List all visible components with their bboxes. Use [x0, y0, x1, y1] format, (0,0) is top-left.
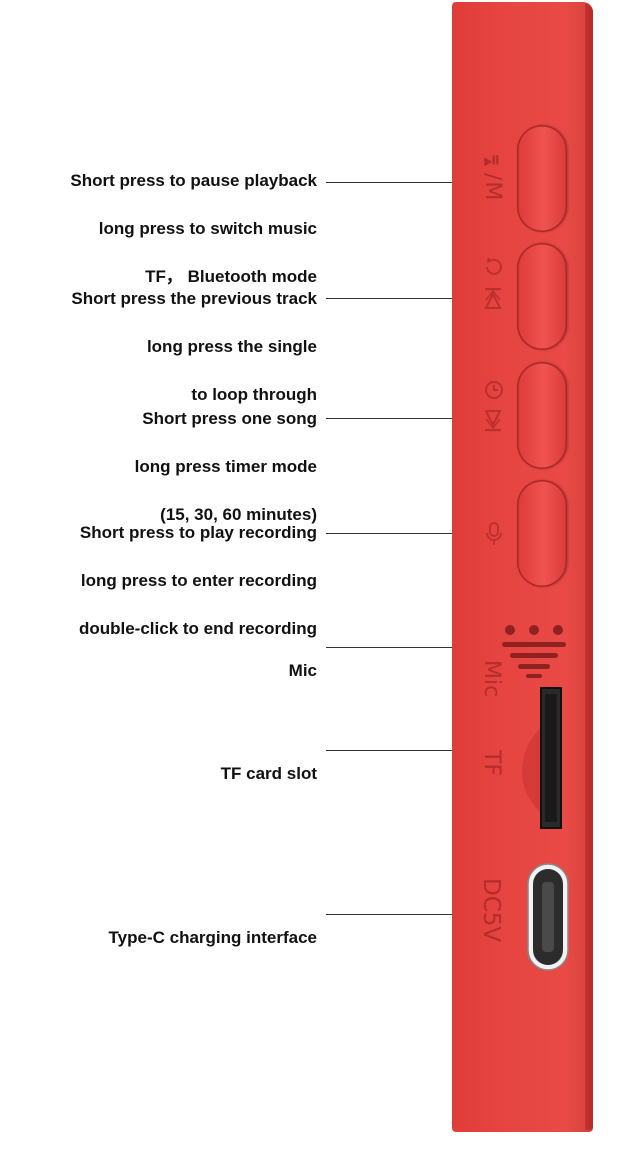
mic-holes-icon: [502, 625, 566, 678]
next-button[interactable]: [517, 362, 567, 469]
label-typec: Type-C charging interface: [109, 902, 317, 974]
mic-engraving: Mic: [479, 660, 504, 698]
label-next-line2: long press timer mode: [134, 457, 317, 476]
label-previous-line2: long press the single: [146, 337, 317, 356]
play-mode-button[interactable]: [517, 125, 567, 232]
device-edge: [585, 4, 593, 1130]
leader-play-mode: [326, 182, 466, 184]
label-next-line1: Short press one song: [142, 409, 317, 428]
leader-previous: [326, 298, 466, 300]
label-play-mode-line1: Short press to pause playback: [70, 171, 317, 190]
leader-record: [326, 533, 466, 535]
label-previous-line3: to loop through: [191, 385, 317, 404]
leader-tf-slot: [326, 750, 466, 752]
record-button[interactable]: [517, 480, 567, 587]
next-track-icon: [484, 410, 502, 432]
label-previous: Short press the previous track long pres…: [71, 263, 317, 431]
label-tf-slot-line1: TF card slot: [220, 764, 317, 783]
dc5v-engraving: DC5V: [478, 878, 504, 943]
label-record-line2: long press to enter recording: [80, 571, 317, 590]
label-mic-line1: Mic: [288, 661, 317, 680]
label-next: Short press one song long press timer mo…: [135, 383, 317, 551]
timer-icon: [485, 381, 503, 399]
label-record: Short press to play recording long press…: [79, 497, 317, 665]
leader-next: [326, 418, 466, 420]
label-play-mode: Short press to pause playback long press…: [70, 145, 317, 313]
typec-port[interactable]: [526, 862, 570, 972]
microphone-icon: [486, 522, 502, 545]
label-play-mode-line2: long press to switch music: [98, 219, 317, 238]
leader-mic: [326, 647, 466, 649]
label-record-line3: double-click to end recording: [78, 619, 317, 638]
previous-button[interactable]: [517, 243, 567, 350]
previous-track-icon: [484, 288, 502, 309]
label-typec-line1: Type-C charging interface: [108, 928, 317, 947]
label-next-line3: (15, 30, 60 minutes): [160, 505, 317, 524]
tf-engraving: TF: [479, 750, 504, 777]
label-mic: Mic: [289, 635, 317, 707]
leader-typec: [326, 914, 466, 916]
label-record-line1: Short press to play recording: [79, 523, 317, 542]
label-play-mode-line3: TF， Bluetooth mode: [145, 267, 317, 286]
label-tf-slot: TF card slot: [221, 738, 317, 810]
play-mode-engraving: ⏯/M: [480, 150, 505, 202]
loop-icon: [486, 257, 502, 275]
tf-card-slot[interactable]: [516, 686, 566, 831]
label-previous-line1: Short press the previous track: [71, 289, 317, 308]
